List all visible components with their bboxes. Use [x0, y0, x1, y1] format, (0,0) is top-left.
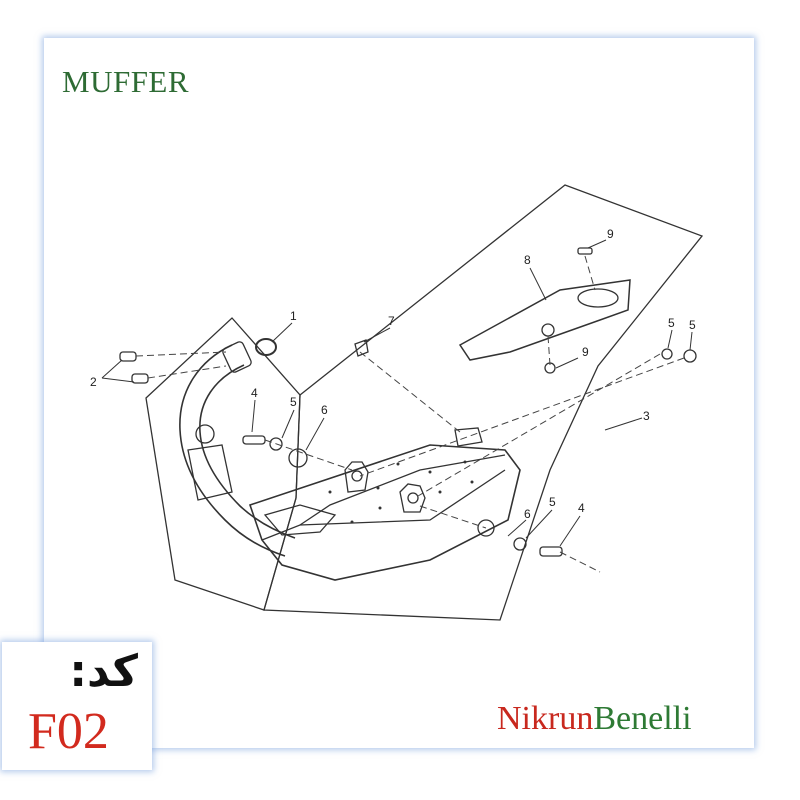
heat-shield	[458, 279, 631, 361]
muffler-end-cap	[263, 504, 337, 536]
callout-5-left: 5	[290, 395, 297, 409]
catalyst-section	[187, 444, 233, 501]
bolt-2a	[119, 351, 137, 362]
callout-2: 2	[90, 375, 97, 389]
diagram-card	[44, 38, 754, 748]
washer-5-right-b	[683, 349, 697, 363]
callout-4-left: 4	[251, 386, 258, 400]
muffler-top-bracket	[454, 427, 483, 447]
brand-logo-text: NikrunBenelli	[497, 700, 692, 738]
brand-part-benelli: Benelli	[593, 700, 692, 737]
washer-5-left	[269, 437, 283, 451]
part-code-box: کد: F02	[2, 642, 152, 770]
callout-5-bottom: 5	[549, 495, 556, 509]
callout-3: 3	[643, 409, 650, 423]
washer-5-bottom	[513, 537, 527, 551]
clip-7	[354, 339, 369, 357]
callout-1: 1	[290, 309, 297, 323]
callout-7: 7	[388, 314, 395, 328]
header-pipe	[179, 344, 286, 557]
callout-9-top: 9	[607, 227, 614, 241]
header-flange	[222, 341, 252, 373]
screw-9-top	[577, 247, 593, 255]
muffler-mount-1	[344, 461, 369, 493]
callout-4-bottom: 4	[578, 501, 585, 515]
bush-6-bottom	[477, 519, 495, 537]
page-title: MUFFER	[62, 64, 190, 99]
callout-6-left: 6	[321, 403, 328, 417]
bolt-2b	[131, 373, 149, 384]
bolt-4-bottom	[539, 546, 563, 557]
muffler-mount-2	[399, 483, 426, 513]
callout-5-right-a: 5	[668, 316, 675, 330]
code-label: کد:	[69, 646, 138, 697]
part-code: F02	[28, 703, 109, 760]
brand-part-nikrun: Nikrun	[497, 700, 594, 737]
callout-9-bottom: 9	[582, 345, 589, 359]
bush-6-left	[288, 448, 308, 468]
washer-5-right-a	[661, 348, 673, 360]
callout-8: 8	[524, 253, 531, 267]
header-bracket	[195, 424, 215, 444]
muffler-body	[248, 444, 521, 581]
bolt-4-left	[242, 435, 266, 445]
callout-5-right-b: 5	[689, 318, 696, 332]
muffler-dots	[328, 460, 474, 524]
callout-labels: 1 2 3 4 5 6 7 8 9 9 4 5 6 5 5	[90, 227, 696, 521]
callout-6-bottom: 6	[524, 507, 531, 521]
gasket-1	[255, 338, 277, 356]
muffler-group-outline	[263, 184, 704, 621]
